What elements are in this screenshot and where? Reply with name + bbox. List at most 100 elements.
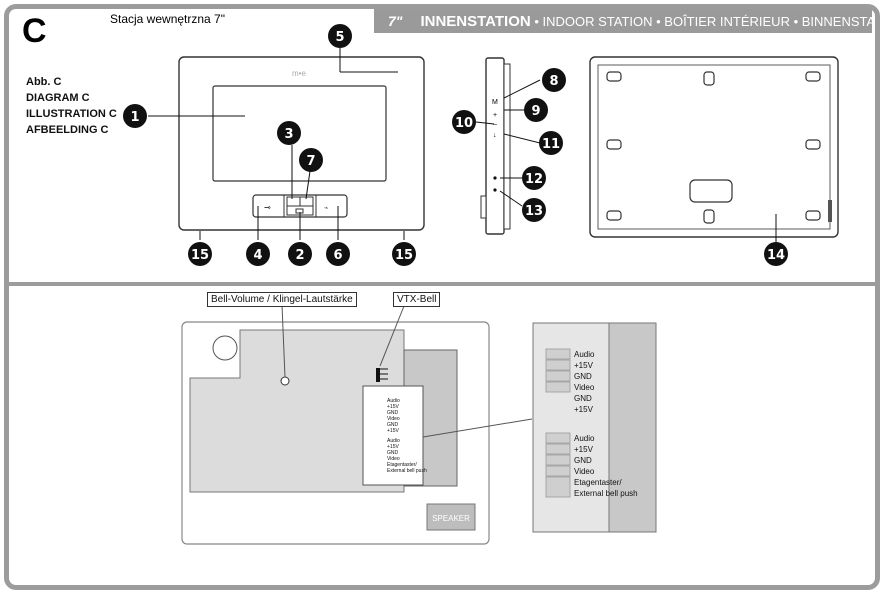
slot xyxy=(606,139,622,150)
speaker-box xyxy=(426,503,476,531)
callout-5: 5 xyxy=(328,24,352,48)
page-frame xyxy=(4,4,880,590)
board-pin-label: +15V xyxy=(387,428,399,434)
vtx-bell-leader xyxy=(379,305,405,367)
callout-13: 13 xyxy=(522,198,546,222)
side-view-foot xyxy=(480,195,487,219)
key-icon: ⊸ xyxy=(264,203,271,212)
board-pin-label: +15V xyxy=(387,404,399,410)
leader-11 xyxy=(503,133,541,144)
side-screw xyxy=(493,188,497,192)
zoom-pin-label-15v: +15V xyxy=(574,405,593,414)
vtx-pin-header xyxy=(376,368,380,382)
zoom-line xyxy=(422,418,533,438)
terminal xyxy=(545,443,571,455)
device-logo: m•e xyxy=(292,69,306,78)
svg-text:15: 15 xyxy=(395,248,413,263)
bell-volume-knob xyxy=(280,376,290,386)
slot xyxy=(805,210,821,221)
header-size: 7" xyxy=(388,13,403,29)
header-title: INNENSTATION • INDOOR STATION • BOÎTIER … xyxy=(420,13,872,30)
zoom-pin-label-gnd: GND xyxy=(574,394,592,403)
svg-text:1: 1 xyxy=(130,110,139,125)
callout-9: 9 xyxy=(524,98,548,122)
slot xyxy=(606,71,622,82)
terminal xyxy=(545,381,571,393)
bell-volume-label: Bell-Volume / Klingel-Lautstärke xyxy=(207,292,357,307)
svg-text:8: 8 xyxy=(549,74,558,89)
caption-illustration: ILLUSTRATION C xyxy=(26,108,117,120)
board-pin-label: Video xyxy=(387,456,400,462)
leader-13 xyxy=(499,190,523,207)
callout-11: 11 xyxy=(539,131,563,155)
svg-text:14: 14 xyxy=(767,248,785,263)
svg-text:6: 6 xyxy=(333,248,342,263)
callout-3: 3 xyxy=(277,121,301,145)
terminal xyxy=(545,476,571,498)
terminal xyxy=(545,359,571,371)
bell-volume-leader xyxy=(281,304,286,378)
header-bar: 7" INNENSTATION • INDOOR STATION • BOÎTI… xyxy=(374,9,872,33)
svg-text:11: 11 xyxy=(542,137,560,152)
board-pin-label: GND xyxy=(387,410,399,416)
mounting-hole xyxy=(212,335,238,361)
zoom-pin-label-etagentaster: Etagentaster/ xyxy=(574,478,622,487)
zoom-pin-label-15v: +15V xyxy=(574,361,593,370)
light-icon: ⌁ xyxy=(324,204,328,212)
board-pin-label: External bell push xyxy=(387,468,427,474)
slot xyxy=(703,209,715,224)
callout-7: 7 xyxy=(299,148,323,172)
zoom-pin-label-video: Video xyxy=(574,467,595,476)
callout-12: 12 xyxy=(522,166,546,190)
side-mark-minus: − xyxy=(493,122,497,129)
board-pin-label: GND xyxy=(387,422,399,428)
terminal xyxy=(545,465,571,477)
pcb-area xyxy=(189,329,405,493)
callout-14: 14 xyxy=(764,242,788,266)
zoom-pin-label-gnd: GND xyxy=(574,456,592,465)
leader-7 xyxy=(305,170,311,200)
callout-1: 1 xyxy=(123,104,147,128)
zoom-terminals xyxy=(545,348,571,498)
section-divider xyxy=(4,282,880,286)
slot xyxy=(805,71,821,82)
caption-diagram: DIAGRAM C xyxy=(26,92,90,104)
slot xyxy=(606,210,622,221)
figure-subtitle: Stacja wewnętrzna 7" xyxy=(110,12,225,26)
callout-2: 2 xyxy=(288,242,312,266)
callout-10: 10 xyxy=(452,110,476,134)
zoom-pin-label-15v: +15V xyxy=(574,445,593,454)
vtx-bell-pins xyxy=(376,368,388,382)
slot xyxy=(805,139,821,150)
zoom-pin-label-gnd: GND xyxy=(574,372,592,381)
back-connector-window xyxy=(689,179,733,203)
callout-4: 4 xyxy=(246,242,270,266)
caption-afbeelding: AFBEELDING C xyxy=(26,124,109,136)
svg-text:4: 4 xyxy=(253,248,262,263)
svg-text:10: 10 xyxy=(455,116,473,131)
vtx-bell-label: VTX-Bell xyxy=(393,292,441,307)
side-mark-m: M xyxy=(492,99,498,106)
header-title-rest: • INDOOR STATION • BOÎTIER INTÉRIEUR • B… xyxy=(530,13,872,29)
zoom-panel-side xyxy=(608,322,657,533)
connector-zoom-area xyxy=(362,385,424,486)
header-title-bold: INNENSTATION xyxy=(420,12,531,30)
figure-letter: C xyxy=(22,12,47,50)
callout-8: 8 xyxy=(542,68,566,92)
back-view-housing xyxy=(589,56,839,238)
svg-text:3: 3 xyxy=(284,127,293,142)
svg-text:15: 15 xyxy=(191,248,209,263)
board-pin-label: Video xyxy=(387,416,400,422)
back-view-tab xyxy=(828,200,832,222)
zoom-connector-top-list: Audio +15V GND Video GND +15V xyxy=(574,349,594,415)
board-connector-bottom-list: Audio +15V GND Video Etagentaster/ Exter… xyxy=(387,438,427,474)
board-pin-label: GND xyxy=(387,450,399,456)
board-pin-label: Audio xyxy=(387,398,400,404)
terminal xyxy=(545,432,571,444)
side-mark-plus: + xyxy=(493,112,497,119)
zoom-connector-bottom-list: Audio +15V GND Video Etagentaster/ Exter… xyxy=(574,433,638,499)
caption-abb: Abb. C xyxy=(26,76,62,88)
callouts: 1 5 3 7 15 4 2 6 15 8 9 10 11 12 13 14 xyxy=(123,24,788,266)
zoom-pin-label-audio: Audio xyxy=(574,350,595,359)
